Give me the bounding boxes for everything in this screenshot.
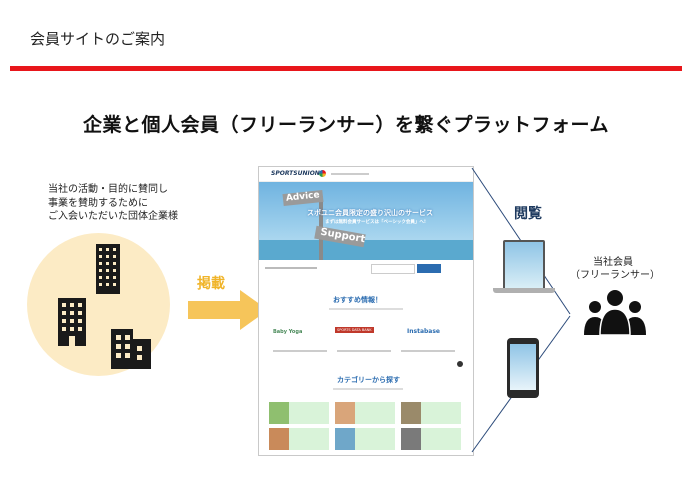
people-group-icon: [584, 290, 646, 335]
search-button[interactable]: [417, 264, 441, 273]
search-bar: [259, 260, 473, 277]
scroll-top-button[interactable]: [457, 361, 463, 367]
headline: 企業と個人会員（フリーランサー）を繋ぐプラットフォーム: [83, 114, 609, 136]
individual-member-label: 当社会員 （フリーランサー）: [570, 257, 660, 281]
search-select[interactable]: [371, 264, 415, 274]
tall-building-icon: [96, 244, 120, 294]
partner-baby-yoga[interactable]: Baby Yoga: [273, 329, 303, 335]
hero-subheading: まずは無料会員サービスは「ベーシック会員」へ!: [325, 220, 426, 225]
category-heading: カテゴリーから探す: [337, 376, 400, 384]
category-card[interactable]: [269, 402, 329, 424]
slide-title: 会員サイトのご案内: [30, 30, 166, 48]
title-divider: [10, 66, 682, 71]
post-label: 掲載: [197, 276, 225, 292]
office-building-icon: [58, 298, 86, 346]
partner-sports-data-bank[interactable]: SPORTS DATA BANK: [335, 327, 374, 333]
site-hero: Advice Support スポユニ会員限定の盛り沢山のサービス まずは無料会…: [259, 182, 473, 277]
sign-advice: Advice: [282, 189, 324, 207]
site-logo-icon: [319, 170, 326, 177]
site-logo: SPORTSUNION: [271, 170, 320, 177]
category-card[interactable]: [401, 428, 461, 450]
site-header: SPORTSUNION: [259, 167, 473, 182]
category-card[interactable]: [401, 402, 461, 424]
category-card[interactable]: [335, 428, 395, 450]
category-card[interactable]: [269, 428, 329, 450]
building-step: [133, 329, 155, 339]
right-arrow-icon: [188, 290, 268, 330]
member-site-screenshot: SPORTSUNION Advice Support スポユニ会員限定の盛り沢山…: [258, 166, 474, 456]
sea: [259, 240, 473, 260]
laptop-icon: [493, 240, 555, 293]
view-label: 閲覧: [514, 206, 542, 222]
site-tagline: [331, 173, 369, 175]
category-card[interactable]: [335, 402, 395, 424]
smartphone-icon: [507, 338, 539, 398]
partner-instabase[interactable]: Instabase: [407, 328, 440, 335]
recommend-heading: おすすめ情報！: [333, 296, 382, 304]
corporate-members-description: 当社の活動・目的に賛同し 事業を賛助するために ご入会いただいた団体企業様: [48, 184, 178, 222]
hero-heading: スポユニ会員限定の盛り沢山のサービス: [307, 209, 433, 217]
